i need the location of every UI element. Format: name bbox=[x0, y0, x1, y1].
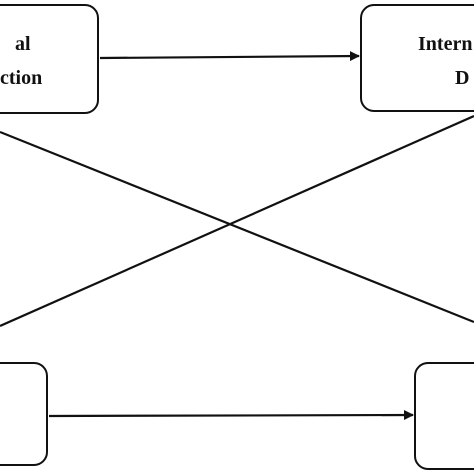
node-top-left-label-line-1: al bbox=[15, 33, 31, 55]
arrow-bottom-left-to-bottom-right bbox=[48, 410, 414, 421]
node-top-right-label-line-2: D bbox=[455, 67, 470, 89]
node-bottom-right bbox=[414, 362, 474, 470]
node-top-left bbox=[0, 4, 99, 114]
node-top-left-label-line-2: ction bbox=[0, 67, 43, 89]
arrow-top-left-to-top-right bbox=[99, 51, 360, 62]
node-top-right bbox=[360, 4, 474, 112]
edge-top-right-to-bottom-left bbox=[0, 114, 474, 328]
node-top-right-label-line-1: Intern bbox=[418, 33, 473, 55]
edge-top-left-to-bottom-right bbox=[0, 130, 474, 324]
node-bottom-left bbox=[0, 362, 48, 466]
